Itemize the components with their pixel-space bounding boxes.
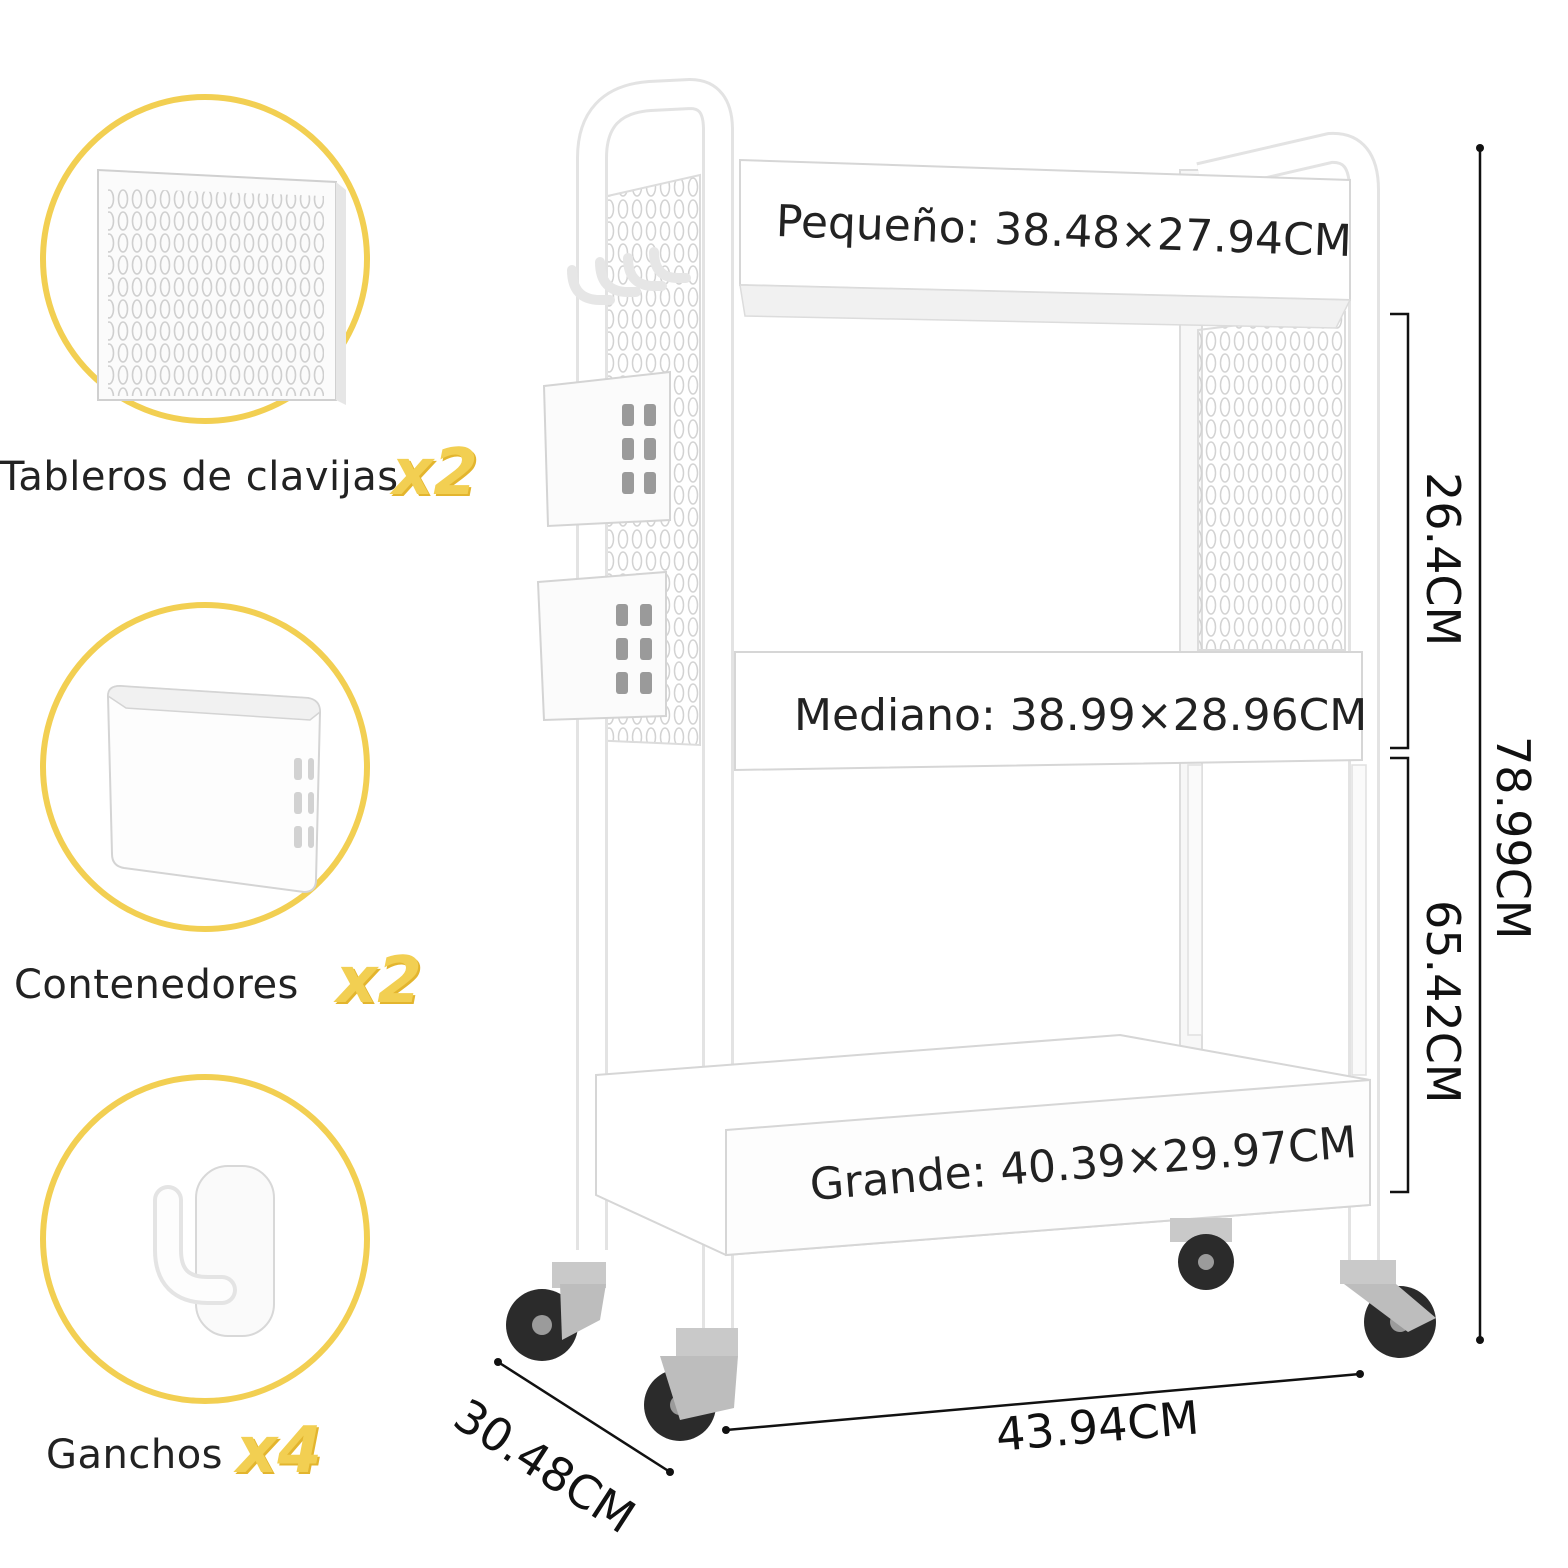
- accessory-qty-containers: x2: [336, 944, 422, 1018]
- upper-gap-bracket: [1390, 312, 1410, 750]
- depth-dimension-line: [494, 1358, 674, 1476]
- accessory-label-pegboards: Tableros de clavijas: [0, 454, 399, 500]
- pegboard-circle: [40, 94, 370, 424]
- container-circle: [40, 602, 370, 932]
- pegboard-icon: [97, 168, 346, 405]
- height-dimension-line: [1476, 144, 1484, 1344]
- width-dimension-line: [722, 1370, 1364, 1434]
- lower-gap-text: 65.42CM: [1416, 900, 1470, 1104]
- wheel-back-right: [1340, 1260, 1436, 1358]
- wheel-back-center: [1170, 1218, 1234, 1290]
- wheel-front-center: [644, 1328, 738, 1441]
- shelf-label-medium: Mediano: 38.99×28.96CM: [794, 690, 1368, 741]
- hook-circle: [40, 1074, 370, 1404]
- wheel-front-left: [506, 1262, 606, 1361]
- total-height-text: 78.99CM: [1486, 736, 1540, 940]
- accessory-qty-hooks: x4: [236, 1414, 322, 1488]
- upper-gap-text: 26.4CM: [1416, 472, 1470, 647]
- accessory-label-hooks: Ganchos: [46, 1432, 224, 1478]
- accessory-qty-pegboards: x2: [392, 436, 478, 510]
- lower-gap-bracket: [1390, 756, 1410, 1194]
- accessory-label-containers: Contenedores: [14, 962, 299, 1008]
- hook-icon: [153, 1165, 275, 1337]
- container-icon: [106, 684, 322, 894]
